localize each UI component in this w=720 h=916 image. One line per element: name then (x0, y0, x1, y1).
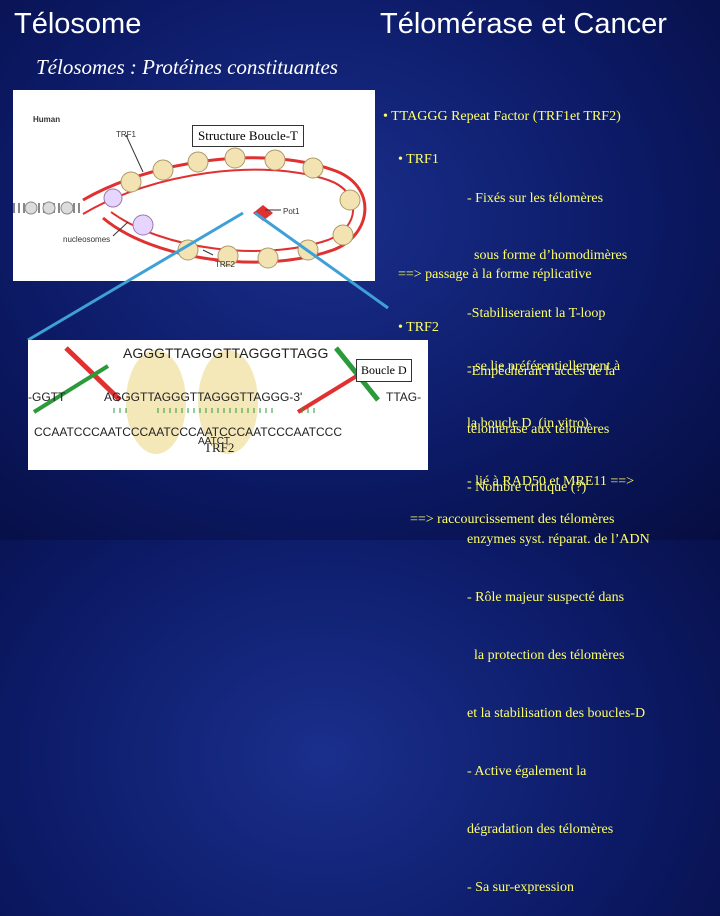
trf2-blob-right (198, 350, 258, 454)
nucleosomes-label: nucleosomes (63, 235, 111, 244)
trf2-blob-left (126, 350, 186, 454)
trf2-line: la protection des télomères (467, 648, 625, 664)
trf2-conclusion: ==> raccourcissement des télomères (410, 512, 615, 527)
slide-title-left: Télosome (14, 8, 142, 40)
trf2-line: - Sa sur-expression (467, 879, 575, 895)
t-loop-figure: Human TRF1 Pot1 nucleosomes TRF2 (13, 90, 375, 281)
trf2-protein-label: TRF2 (204, 440, 235, 455)
boucle-d-label: Boucle D (356, 359, 412, 382)
sequence-right: TTAG- (386, 390, 422, 404)
trf2-line: et la stabilisation des boucles-D (467, 705, 646, 721)
trf1-label: TRF1 (116, 130, 136, 139)
trf1-line: sous forme d’homodimères (467, 248, 628, 264)
base-pair-ticks (113, 408, 315, 413)
trf2-line: dégradation des télomères (467, 821, 614, 837)
sequence-left: -GGTT (28, 390, 66, 404)
trf-factor-bullet: • TTAGGG Repeat Factor (TRF1et TRF2) (383, 109, 621, 124)
trf1-line: - Nombre critique (?) (467, 480, 587, 496)
sequence-top: AGGGTTAGGGTTAGGGTTAGG (123, 345, 329, 361)
trf1-line: -Empêcherait l’accès de la (467, 364, 616, 380)
sequence-small: AATCT (198, 436, 231, 447)
pot1-protein (253, 205, 273, 221)
trf2-line: - se lie préférentiellement à (467, 358, 621, 374)
structure-label: Structure Boucle-T (192, 125, 304, 147)
trf2-line: - Rôle majeur suspecté dans (467, 590, 625, 606)
pot1-label: Pot1 (283, 207, 300, 216)
trf1-heading: • TRF1 (398, 152, 439, 167)
slide-subtitle: Télosomes : Protéines constituantes (36, 55, 338, 79)
trf2-proteins (103, 188, 154, 236)
trf1-description: - Fixés sur les télomères sous forme d’h… (467, 150, 627, 517)
green-strand-left (32, 364, 110, 414)
trf2-line: - Active également la (467, 763, 587, 779)
nucleosome-beads (24, 201, 74, 215)
trf2-line: la boucle D (in vitro) (467, 416, 589, 432)
trf2-description: - se lie préférentiellement à la boucle … (467, 318, 650, 916)
trf1-line: télomérase aux télomères (467, 422, 610, 438)
trf1-line: -Stabiliseraient la T-loop (467, 306, 606, 322)
zoom-lines (27, 211, 389, 342)
trf1-line: - Fixés sur les télomères (467, 190, 604, 206)
trf2-label: TRF2 (215, 260, 235, 269)
trf2-heading: • TRF2 (398, 320, 439, 335)
species-label: Human (33, 115, 61, 124)
slide-title-right: Télomérase et Cancer (380, 8, 667, 40)
trf2-line: - lié à RAD50 et MRE11 ==> (467, 474, 635, 490)
sequence-middle: AGGGTTAGGGTTAGGGTTAGGG-3' (104, 390, 303, 404)
trf1-conclusion: ==> passage à la forme réplicative (398, 267, 592, 282)
sequence-bottom: CCAATCCCAATCCCAATCCCAATCCCAATCCCAATCCC (34, 425, 343, 439)
